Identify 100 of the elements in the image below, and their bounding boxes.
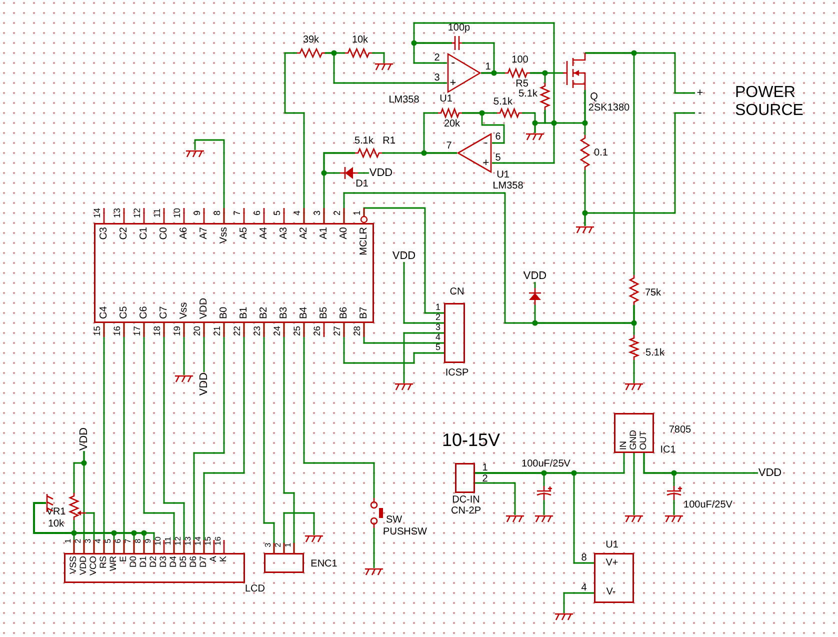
pin-name: A bbox=[209, 556, 219, 562]
wire bbox=[475, 472, 594, 564]
pin-name: C5 bbox=[118, 306, 130, 319]
pin-name: A6 bbox=[178, 227, 190, 240]
net-label: VDD bbox=[78, 427, 90, 451]
pin-name: - bbox=[484, 136, 488, 150]
pin-name: RS bbox=[99, 556, 109, 569]
pin-number: 4 bbox=[581, 582, 587, 594]
pin-number: 1 bbox=[64, 538, 74, 544]
pin-number: 15 bbox=[204, 536, 214, 546]
pin-number: 13 bbox=[184, 536, 194, 546]
wire bbox=[584, 112, 695, 226]
pin-number: 1 bbox=[284, 542, 294, 548]
pin-name: A0 bbox=[338, 227, 350, 240]
part-label: PUSHSW bbox=[383, 526, 427, 538]
pin-number: 11 bbox=[153, 208, 163, 218]
part-label: U1 bbox=[440, 94, 452, 104]
pin-name: C3 bbox=[98, 227, 110, 240]
pin-number: 6 bbox=[114, 538, 124, 544]
pin-number: 7 bbox=[233, 210, 243, 216]
pin-number: 23 bbox=[253, 326, 263, 336]
pin-name: D3 bbox=[159, 556, 169, 568]
pin-name: B1 bbox=[238, 306, 250, 319]
pin-number: 25 bbox=[293, 326, 303, 336]
net-label: VDD bbox=[369, 166, 393, 180]
pin-name: D7 bbox=[199, 556, 209, 568]
part-label: CN bbox=[450, 286, 464, 298]
pin-number: 27 bbox=[333, 326, 343, 336]
pin-name: A2 bbox=[298, 227, 310, 240]
part-label: 10k bbox=[352, 34, 368, 46]
part-label: LM358 bbox=[388, 94, 420, 106]
pin-name: OUT bbox=[639, 431, 649, 450]
part-label: 20k bbox=[444, 118, 460, 130]
pin-number: 24 bbox=[273, 326, 283, 336]
pin-name: B0 bbox=[218, 306, 230, 319]
wire bbox=[530, 72, 546, 83]
pin-number: 19 bbox=[173, 326, 183, 336]
pin-name: D5 bbox=[179, 556, 189, 568]
pin-number: 2 bbox=[436, 313, 440, 323]
wire bbox=[534, 305, 635, 324]
pin-name: E bbox=[119, 556, 129, 562]
net-label: VDD bbox=[198, 372, 210, 396]
pin-number: 10 bbox=[173, 208, 183, 218]
pin-name: VCO bbox=[89, 556, 99, 576]
pin-number: 2 bbox=[482, 474, 488, 484]
pin-number: 1 bbox=[482, 462, 488, 474]
pin-name: + bbox=[450, 76, 456, 90]
pin-number: 3 bbox=[313, 210, 323, 216]
pin-name: B5 bbox=[318, 306, 330, 319]
pin-number: 10 bbox=[154, 536, 164, 546]
pin-number: 14 bbox=[194, 536, 204, 546]
pin-number: 7 bbox=[446, 140, 452, 152]
pin-name: D0 bbox=[129, 556, 139, 568]
part-label: 100uF/25V bbox=[684, 500, 732, 510]
pin-number: 7 bbox=[124, 538, 134, 544]
pin-number: 8 bbox=[134, 538, 144, 544]
pin-name: A5 bbox=[238, 227, 250, 240]
wire bbox=[475, 482, 516, 515]
wire bbox=[584, 90, 586, 135]
pin-number: 1 bbox=[485, 62, 491, 72]
wire bbox=[325, 52, 447, 84]
pin-number: 8 bbox=[213, 210, 223, 216]
voltage-label: 10-15V bbox=[442, 431, 500, 451]
pin-name: D4 bbox=[169, 556, 179, 568]
pin-number: 5 bbox=[104, 538, 114, 544]
pin-number: 2 bbox=[274, 542, 284, 548]
pin-name: B2 bbox=[258, 306, 270, 319]
pin-number: 9 bbox=[144, 538, 154, 544]
pin-number: 4 bbox=[293, 210, 303, 216]
pin-name: WR bbox=[109, 556, 119, 571]
pin-name: A7 bbox=[198, 227, 210, 240]
pin-number: 3 bbox=[436, 323, 440, 333]
pin-number: 5 bbox=[436, 343, 440, 353]
pin-number: 3 bbox=[264, 542, 274, 548]
wire bbox=[403, 332, 444, 383]
net-label: VDD bbox=[758, 466, 782, 480]
part-label: 5.1k bbox=[646, 348, 664, 358]
pin-name: D2 bbox=[149, 556, 159, 568]
pin-name: VDD bbox=[198, 298, 210, 319]
pin-number: 18 bbox=[153, 326, 163, 336]
terminal-label: - bbox=[698, 106, 702, 120]
pin-number: 17 bbox=[133, 326, 143, 336]
part-label: ENC1 bbox=[310, 558, 338, 570]
part-label: CN-2P bbox=[451, 506, 481, 516]
power-source-label: POWER SOURCE bbox=[735, 84, 804, 121]
part-label: ICSP bbox=[445, 368, 469, 378]
wire bbox=[323, 152, 355, 174]
pin-number: 9 bbox=[193, 210, 203, 216]
pin-number: 3 bbox=[84, 538, 94, 544]
pin-name: GND bbox=[629, 430, 639, 450]
pin-number: 21 bbox=[213, 326, 223, 336]
part-label: R1 bbox=[382, 136, 396, 146]
pin-name: C0 bbox=[158, 227, 170, 240]
net-label: VDD bbox=[523, 270, 547, 282]
pin-number: 12 bbox=[133, 208, 143, 218]
wire bbox=[673, 500, 675, 515]
wire bbox=[358, 172, 369, 174]
wire bbox=[382, 152, 457, 154]
wire bbox=[633, 360, 635, 383]
wire bbox=[462, 112, 497, 114]
